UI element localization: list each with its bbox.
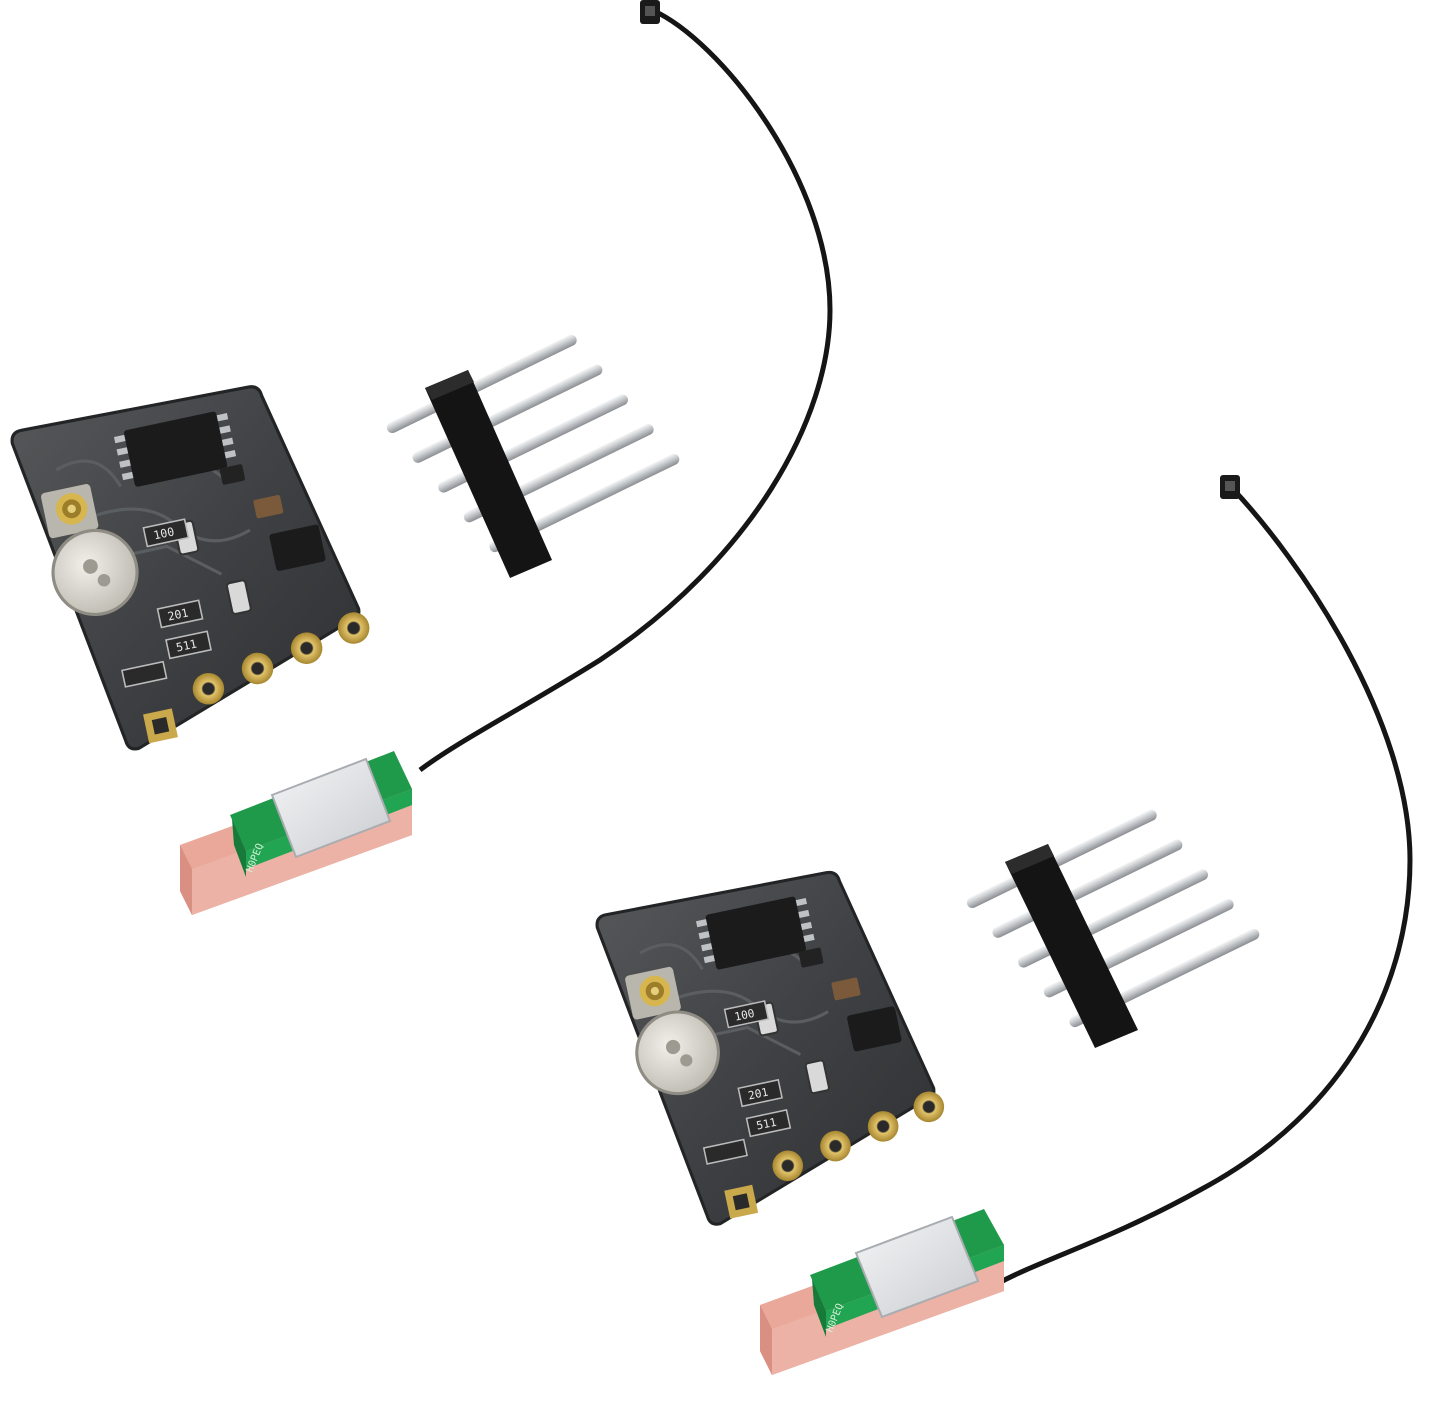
ufl-connector bbox=[625, 966, 681, 1020]
antenna-cable bbox=[418, 7, 833, 773]
resistor-mark: 511 bbox=[175, 636, 198, 654]
patch-antenna: H0PEQ bbox=[760, 1209, 1004, 1375]
resistor-mark: 201 bbox=[166, 606, 189, 624]
patch-antenna: H0PEQ bbox=[180, 751, 412, 915]
gps-module-board: 201 511 100 bbox=[595, 870, 945, 1226]
gps-chip bbox=[113, 411, 237, 487]
pin-header bbox=[386, 334, 680, 578]
gps-kit-2: 201 511 100 bbox=[595, 475, 1413, 1375]
backup-battery bbox=[51, 528, 139, 617]
ufl-plug bbox=[640, 0, 660, 24]
antenna-cable bbox=[993, 486, 1413, 1288]
gps-kit-1: 201 511 100 bbox=[10, 0, 833, 915]
gps-chip bbox=[695, 896, 815, 970]
ufl-connector bbox=[41, 484, 99, 539]
ufl-plug bbox=[1220, 475, 1240, 499]
resistor-mark: 100 bbox=[733, 1007, 756, 1024]
resistor-mark: 511 bbox=[755, 1116, 778, 1133]
backup-battery bbox=[635, 1010, 720, 1096]
solder-pads bbox=[724, 1091, 945, 1219]
pin-header bbox=[966, 809, 1260, 1048]
solder-pads bbox=[143, 612, 370, 744]
resistor-mark: 201 bbox=[747, 1086, 770, 1103]
gps-module-board: 201 511 100 bbox=[10, 385, 370, 751]
resistor-mark: 100 bbox=[152, 524, 175, 542]
